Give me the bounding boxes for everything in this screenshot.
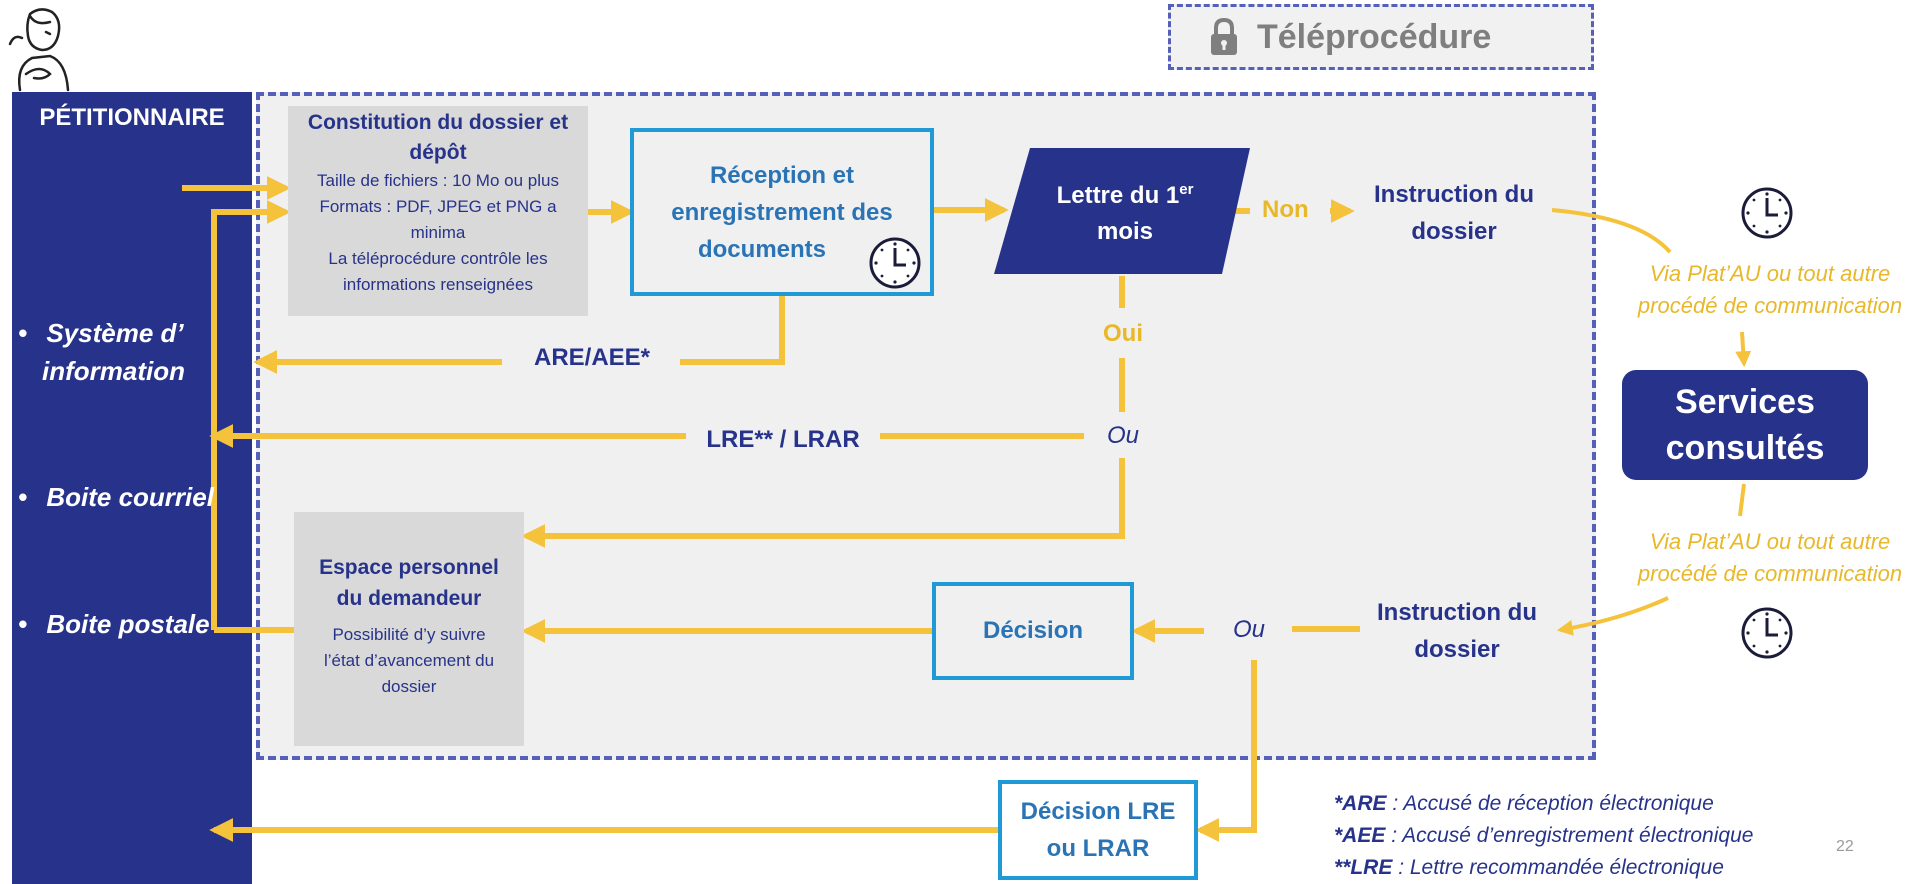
are-aee-label: ARE/AEE* [533,344,651,371]
lettre-sup: er [1179,181,1194,198]
sidebar-item-systeme: • Système d’ information [18,314,248,390]
bullet: • [18,318,28,348]
legend-item: **LRE : Lettre recommandée électronique [1334,852,1814,884]
page-number: 22 [1836,838,1854,855]
lettre-line: mois [1096,218,1153,245]
constitution-line: informations renseignées [343,275,533,294]
legend-item: *ARE : Accusé de réception électronique [1334,788,1814,820]
via-line: procédé de communication [1637,293,1903,318]
services-line: consultés [1665,429,1825,467]
via-line: Via Plat’AU ou tout autre [1649,529,1891,554]
legend-item: *AEE : Accusé d’enregistrement électroni… [1334,820,1814,852]
legend: *ARE : Accusé de réception électronique … [1334,788,1814,884]
clock-icon [1740,606,1794,660]
via-line: procédé de communication [1637,561,1903,586]
sidebar-item-label: information [42,356,185,386]
sidebar-item-label: Boite courriel [46,482,214,512]
petitionnaire-title: PÉTITIONNAIRE [39,104,225,131]
espace-title: du demandeur [336,587,482,610]
legend-text: : Accusé de réception électronique [1386,792,1714,815]
via-platau-bottom: Via Plat’AU ou tout autre procédé de com… [1620,526,1920,590]
instruction-line: dossier [1411,218,1497,245]
via-line: Via Plat’AU ou tout autre [1649,261,1891,286]
sidebar-item-label: Boite postale [46,609,210,639]
person-thinking-icon [6,4,76,92]
bullet: • [18,609,28,639]
sidebar-item-courriel: • Boite courriel [18,478,248,516]
clock-icon [1740,186,1794,240]
decision-lre-line: Décision LRE [1020,798,1176,825]
legend-text: : Lettre recommandée électronique [1392,856,1724,879]
constitution-line: minima [410,223,466,242]
constitution-title: Constitution du dossier et dépôt [307,111,569,164]
legend-key: *ARE [1334,792,1387,815]
ou-bottom-label: Ou [1232,616,1265,643]
instruction-line: Instruction du [1374,181,1534,208]
lettre-node: Lettre du 1er mois [1010,172,1240,250]
espace-personnel-node: Espace personnel du demandeur Possibilit… [294,512,524,746]
teleprocedure-title: Téléprocédure [1257,17,1492,56]
lre-lrar-label: LRE** / LRAR [706,426,860,453]
lock-icon [1209,17,1239,57]
ou-middle-label: Ou [1106,422,1139,449]
instruction-bottom-node: Instruction du dossier [1362,594,1552,668]
oui-label: Oui [1103,320,1143,347]
espace-line: Possibilité d’y suivre [332,625,486,644]
clock-icon [868,236,922,290]
legend-key: **LRE [1334,856,1393,879]
constitution-line: La téléprocédure contrôle les [328,249,548,268]
reception-line: documents [697,235,826,263]
instruction-line: Instruction du [1377,599,1537,626]
espace-line: dossier [381,677,437,696]
reception-line: enregistrement des [671,198,893,226]
constitution-line: Formats : PDF, JPEG et PNG a [319,197,557,216]
sidebar-item-postale: • Boite postale [18,605,248,643]
legend-key: *AEE [1334,824,1386,847]
decision-node: Décision [932,582,1134,680]
decision-label: Décision [982,617,1084,644]
espace-title: Espace personnel [319,556,499,579]
reception-line: Réception et [709,161,854,189]
constitution-node: Constitution du dossier et dépôt Taille … [288,106,588,316]
teleprocedure-header: Téléprocédure [1168,4,1594,70]
via-platau-top: Via Plat’AU ou tout autre procédé de com… [1620,258,1920,322]
instruction-line: dossier [1414,636,1500,663]
espace-line: l’état d’avancement du [323,651,495,670]
decision-lre-line: ou LRAR [1046,835,1150,862]
lettre-line: Lettre du 1 [1056,182,1180,209]
decision-lre-node: Décision LRE ou LRAR [998,780,1198,880]
constitution-line: Taille de fichiers : 10 Mo ou plus [317,171,559,190]
services-line: Services [1675,383,1815,421]
services-consultes-node: Services consultés [1622,370,1868,480]
non-label: Non [1262,196,1309,223]
bullet: • [18,482,28,512]
sidebar-item-label: Système d’ [46,318,184,348]
legend-text: : Accusé d’enregistrement électronique [1385,824,1754,847]
instruction-top-node: Instruction du dossier [1352,176,1556,250]
lettre-shape [994,148,1250,274]
